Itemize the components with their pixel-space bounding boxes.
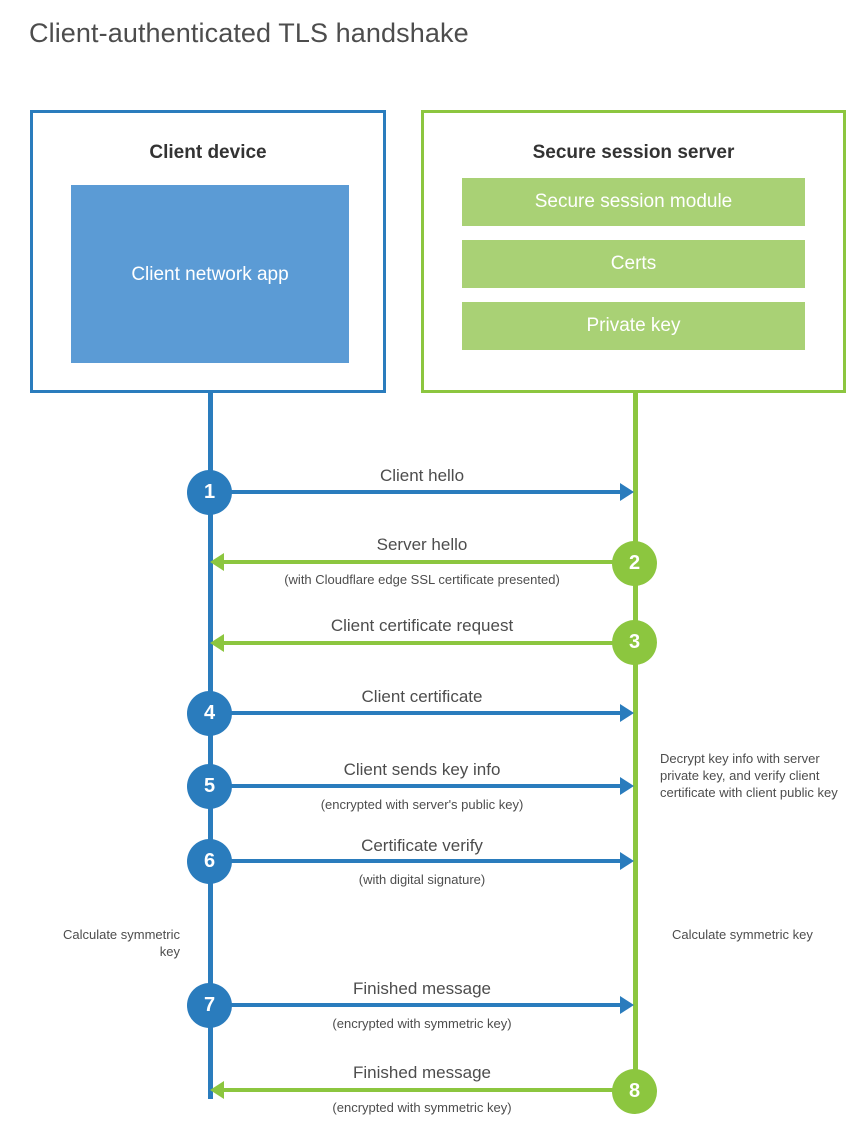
step-4-arrowhead-icon [620,704,634,722]
step-6-marker[interactable]: 6 [187,839,232,884]
step-8-arrow-line [224,1088,635,1092]
server-component-private-key: Private key [462,302,805,350]
step-4-label: Client certificate [361,687,483,706]
step-8-marker[interactable]: 8 [612,1069,657,1114]
step-2-label: Server hello [376,535,468,554]
step-3-arrow-line [224,641,635,645]
step-1-label: Client hello [379,466,465,485]
page-title: Client-authenticated TLS handshake [29,18,469,48]
step-7-marker[interactable]: 7 [187,983,232,1028]
step-7-arrow-line [210,1003,620,1007]
step-6-arrowhead-icon [620,852,634,870]
step-2-arrow-line [224,560,635,564]
step-3-marker[interactable]: 3 [612,620,657,665]
step-3-arrowhead-icon [210,634,224,652]
client-network-app-label: Client network app [131,263,289,285]
server-lifeline [633,393,638,1099]
step-6-label: Certificate verify [361,836,483,855]
step-6-arrow-line [210,859,620,863]
step-1-marker[interactable]: 1 [187,470,232,515]
server-components-list: Secure session module Certs Private key [462,178,805,364]
step-2-arrowhead-icon [210,553,224,571]
secure-session-server-title: Secure session server [532,142,735,163]
step-4-arrow-line [210,711,620,715]
server-calculate-symmetric-key-note: Calculate symmetric key [672,927,813,942]
step-2-marker[interactable]: 2 [612,541,657,586]
step-5-arrow-line [210,784,620,788]
step-5-arrowhead-icon [620,777,634,795]
step-5-marker[interactable]: 5 [187,764,232,809]
server-decrypt-note: Decrypt key info with server private key… [660,751,838,800]
step-1-arrowhead-icon [620,483,634,501]
step-8-sublabel: (encrypted with symmetric key) [332,1100,512,1115]
step-7-sublabel: (encrypted with symmetric key) [332,1016,512,1031]
client-device-box: Client device Client network app [30,110,386,393]
step-4-marker[interactable]: 4 [187,691,232,736]
step-1-arrow-line [210,490,620,494]
server-component-secure-session-module: Secure session module [462,178,805,226]
step-6-sublabel: (with digital signature) [358,872,486,887]
step-5-label: Client sends key info [343,760,501,779]
step-7-arrowhead-icon [620,996,634,1014]
step-5-sublabel: (encrypted with server's public key) [320,797,524,812]
client-device-title: Client device [149,142,267,163]
step-2-sublabel: (with Cloudflare edge SSL certificate pr… [284,572,560,587]
secure-session-server-box: Secure session server Secure session mod… [421,110,846,393]
client-network-app-block: Client network app [71,185,349,363]
step-8-arrowhead-icon [210,1081,224,1099]
step-8-label: Finished message [353,1063,491,1082]
step-7-label: Finished message [353,979,491,998]
server-component-certs: Certs [462,240,805,288]
client-calculate-symmetric-key-note: Calculate symmetric key [62,927,180,959]
step-3-label: Client certificate request [330,616,514,635]
client-lifeline [208,393,213,1099]
